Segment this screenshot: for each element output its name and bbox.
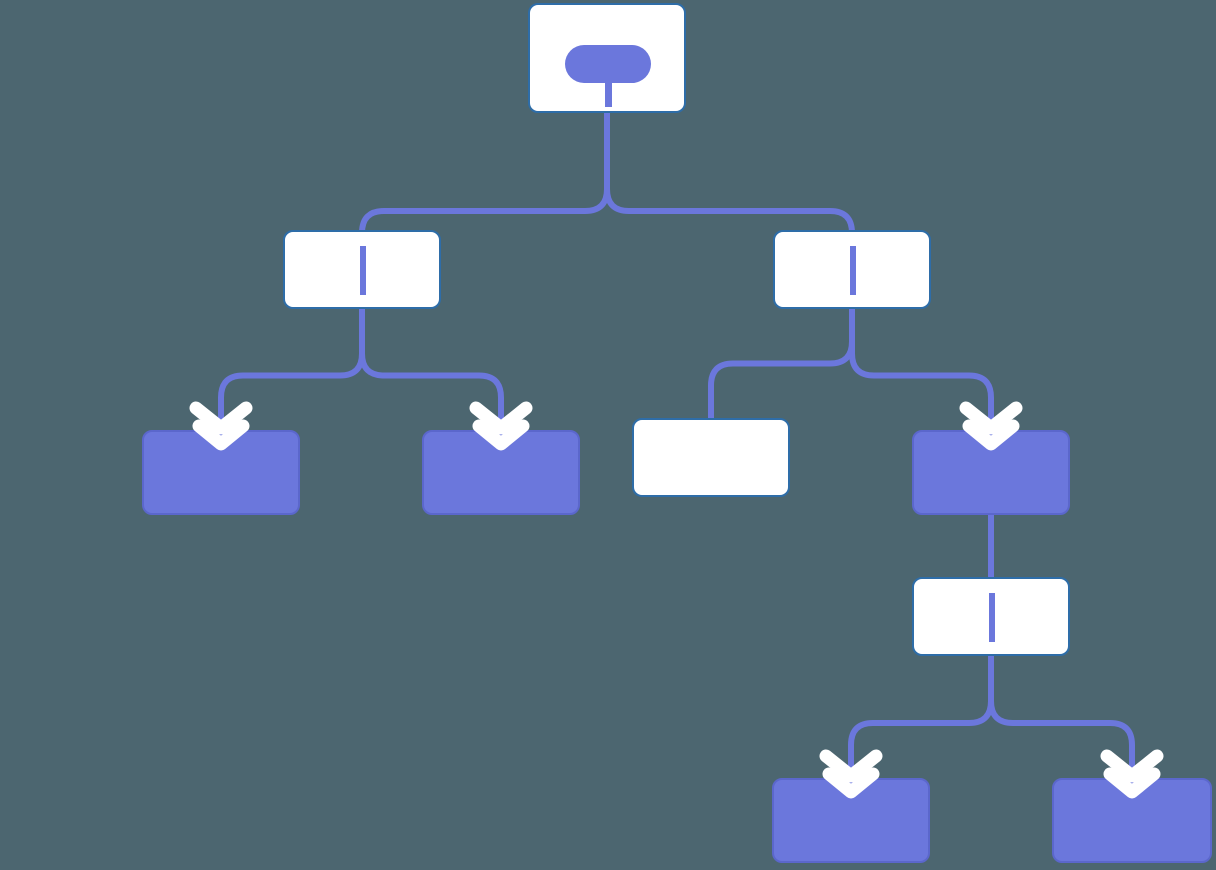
edge-n3-to-n6 — [708, 309, 855, 418]
node-inner-connector-line — [989, 593, 995, 642]
node-inner-connector-line — [360, 246, 366, 295]
root-stem-shape — [604, 81, 612, 107]
tree-node-n2[interactable] — [283, 230, 441, 309]
tree-node-n7[interactable] — [912, 430, 1070, 515]
edge-n2-to-n5 — [359, 309, 504, 442]
tree-node-n3[interactable] — [773, 230, 931, 309]
tree-node-n8[interactable] — [912, 577, 1070, 656]
tree-node-n5[interactable] — [422, 430, 580, 515]
node-inner-connector-line — [850, 246, 856, 295]
tree-node-n10[interactable] — [1052, 778, 1212, 863]
tree-node-n4[interactable] — [142, 430, 300, 515]
tree-node-n9[interactable] — [772, 778, 930, 863]
root-pill-shape — [565, 45, 651, 83]
edge-n8-to-n9 — [848, 656, 994, 790]
tree-node-n6[interactable] — [632, 418, 790, 497]
edge-n8-to-n10 — [988, 656, 1135, 790]
edge-n3-to-n7 — [849, 309, 994, 442]
tree-node-n1[interactable] — [528, 3, 686, 113]
edge-n2-to-n4 — [218, 309, 365, 442]
